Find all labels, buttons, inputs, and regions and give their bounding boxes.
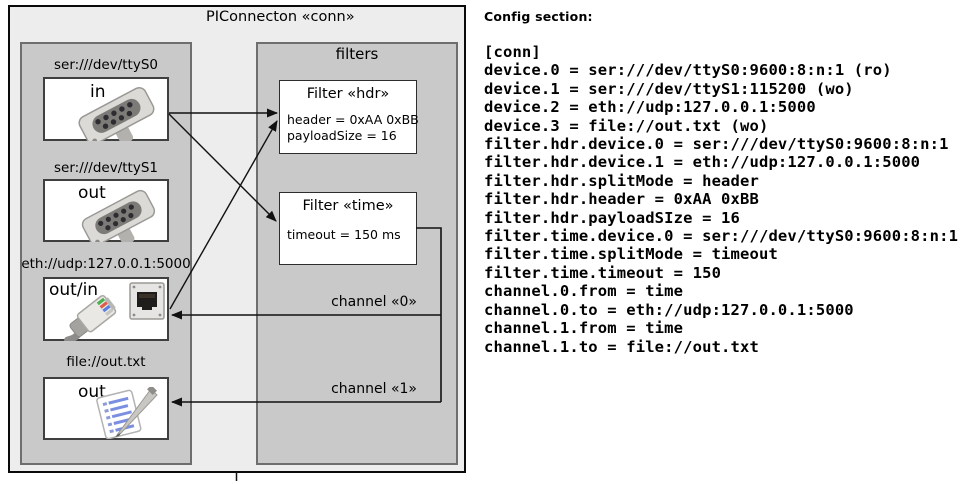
serial-db9-connector-icon — [78, 86, 155, 141]
filters-panel-title: filters — [335, 45, 379, 63]
device-direction-label: out — [78, 183, 106, 203]
device-direction-label: out/in — [49, 280, 99, 300]
config-line: filter.hdr.device.1 = eth://udp:127.0.0.… — [484, 153, 921, 172]
device-uri-label: file://out.txt — [66, 354, 146, 370]
config-line: [conn] — [484, 43, 541, 61]
config-line: channel.1.from = time — [484, 319, 684, 338]
config-line: channel.1.to = file://out.txt — [484, 337, 759, 356]
config-line: device.3 = file://out.txt (wo) — [484, 116, 769, 135]
config-line: filter.time.device.0 = ser:///dev/ttyS0:… — [484, 227, 959, 246]
device-uri-label: ser:///dev/ttyS1 — [54, 160, 158, 176]
config-line: filter.hdr.payloadSIze = 16 — [484, 208, 741, 227]
config-line: device.2 = eth://udp:127.0.0.1:5000 — [484, 98, 816, 117]
device-direction-label: out — [78, 382, 106, 402]
ethernet-plug-icon — [64, 295, 117, 341]
device-box-ser-ttys1: out — [43, 179, 169, 242]
filter-box-time: Filter «time» timeout = 150 ms — [279, 192, 417, 265]
filter-attribute: header = 0xAA 0xBB — [287, 112, 419, 127]
config-lines: [conn] device.0 = ser:///dev/ttyS0:9600:… — [484, 43, 958, 356]
config-line: filter.time.splitMode = timeout — [484, 245, 778, 264]
channel-1-label: channel «1» — [331, 381, 417, 397]
config-line: filter.time.timeout = 150 — [484, 263, 722, 282]
filter-title: Filter «hdr» — [306, 86, 390, 102]
device-box-file-out: out — [43, 377, 169, 440]
config-line: filter.hdr.device.0 = ser:///dev/ttyS0:9… — [484, 135, 949, 154]
ethernet-port-icon — [129, 282, 165, 320]
config-line: device.1 = ser:///dev/ttyS1:115200 (wo) — [484, 79, 854, 98]
config-line: channel.0.from = time — [484, 282, 684, 301]
config-line: channel.0.to = eth://udp:127.0.0.1:5000 — [484, 300, 854, 319]
config-heading: Config section: — [484, 9, 593, 24]
device-direction-label: in — [90, 82, 106, 102]
serial-db9-connector-icon — [81, 189, 156, 242]
filter-attribute: timeout = 150 ms — [287, 227, 401, 242]
filter-box-hdr: Filter «hdr» header = 0xAA 0xBB payloadS… — [279, 80, 419, 154]
channel-0-label: channel «0» — [331, 294, 417, 310]
device-box-eth-udp: out/in — [43, 277, 169, 341]
filter-title: Filter «time» — [302, 198, 394, 214]
config-line: device.0 = ser:///dev/ttyS0:9600:8:n:1 (… — [484, 61, 892, 80]
device-box-ser-ttys0: in — [43, 77, 169, 141]
device-uri-label: ser:///dev/ttyS0 — [54, 57, 158, 73]
device-uri-label: eth://udp:127.0.0.1:5000 — [21, 256, 191, 272]
config-line: filter.hdr.splitMode = header — [484, 171, 759, 190]
notepad-pencil-icon — [96, 387, 158, 439]
filter-attribute: payloadSize = 16 — [287, 128, 397, 143]
config-line: filter.hdr.header = 0xAA 0xBB — [484, 190, 759, 209]
diagram-title: PIConnecton «conn» — [206, 9, 355, 25]
